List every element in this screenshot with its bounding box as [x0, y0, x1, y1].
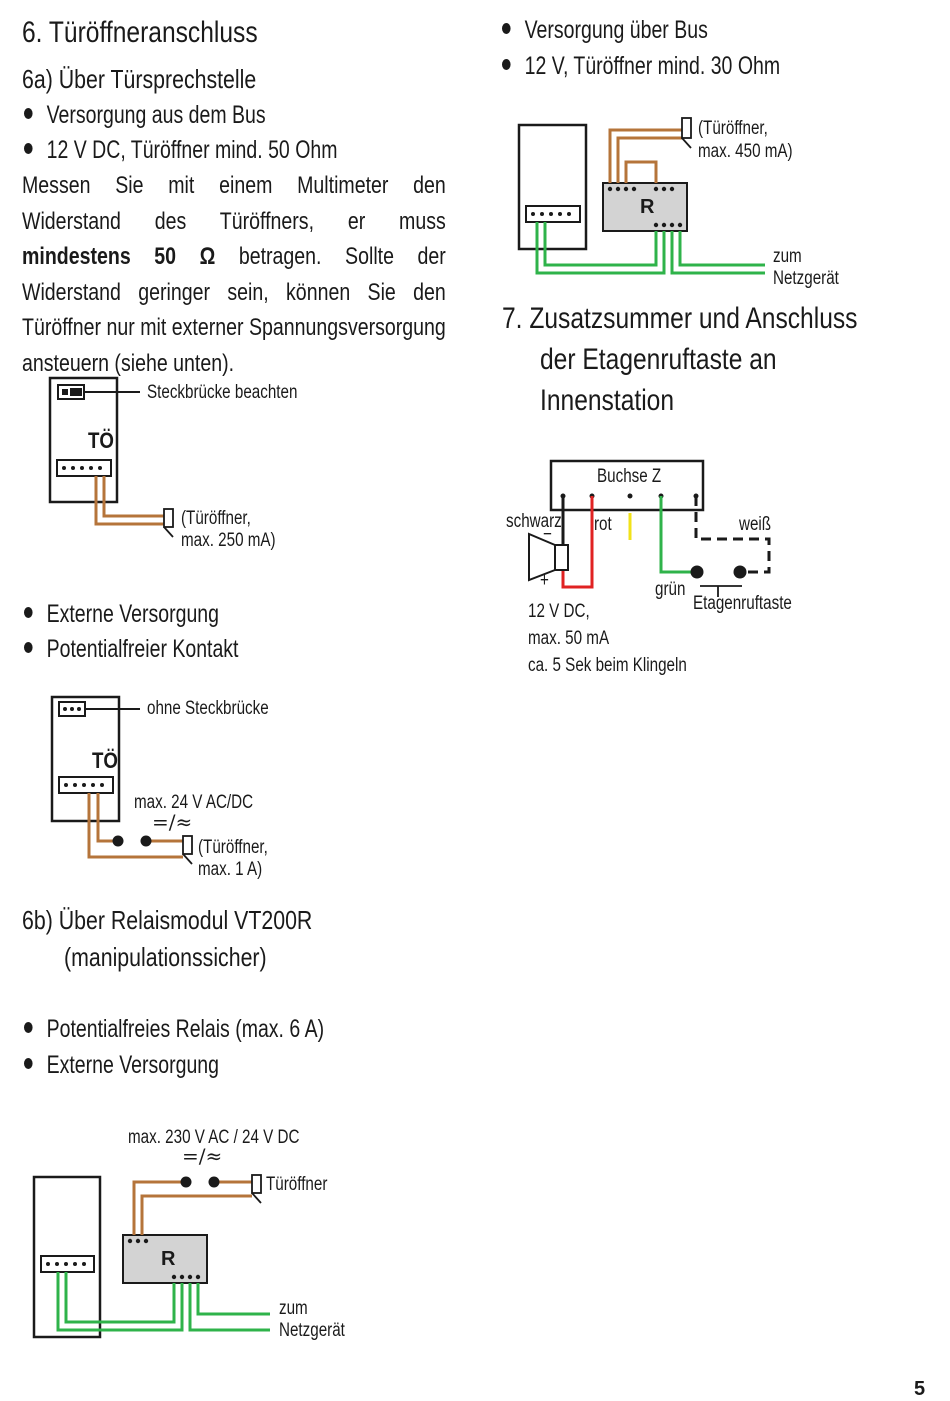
voltage-label: max. 230 V AC / 24 V DC	[128, 1127, 300, 1148]
plus-sign: +	[540, 570, 549, 591]
page-number: 5	[914, 1378, 926, 1400]
door-opener-icon	[251, 1174, 262, 1194]
bullet-item: Potentialfreier Kontakt	[24, 635, 238, 664]
button-label: Etagenruftaste	[693, 593, 792, 614]
contact-dot-icon	[112, 835, 124, 847]
voltage-label: max. 24 V AC/DC	[134, 792, 254, 813]
paragraph-emphasis: mindestens 50 Ω	[22, 243, 216, 270]
spec-line: 12 V DC,	[528, 601, 590, 622]
bullet-item: 12 V DC, Türöffner mind. 50 Ohm	[24, 136, 337, 165]
indoor-station-box	[517, 123, 588, 251]
socket-z-box	[549, 459, 705, 512]
contact-dot-icon	[208, 1176, 220, 1188]
contact-dot-icon	[140, 835, 152, 847]
spec-line: ca. 5 Sek beim Klingeln	[528, 655, 687, 676]
door-opener-icon	[681, 117, 692, 139]
bullet-dot-icon	[24, 142, 33, 154]
buzzer-diagram	[528, 459, 771, 597]
jumper-note: ohne Steckbrücke	[147, 698, 269, 719]
wire-label-black: schwarz	[506, 511, 562, 532]
power-label-line1: zum	[279, 1298, 308, 1319]
opener-label-line1: (Türöffner,	[698, 118, 768, 139]
section-6b-subtitle: (manipulationssicher)	[64, 942, 267, 972]
power-label-line2: Netzgerät	[773, 268, 839, 289]
relay-module	[122, 1234, 208, 1284]
ac-dc-symbol: =/≈	[182, 1144, 223, 1168]
opener-label-line1: (Türöffner,	[198, 837, 268, 858]
bullet-item: 12 V, Türöffner mind. 30 Ohm	[502, 52, 780, 81]
relay-diagram-6b	[32, 1174, 270, 1339]
wire-label-red: rot	[594, 514, 612, 535]
door-station-box	[50, 695, 121, 823]
device-label: TÖ	[92, 748, 118, 773]
power-label-line1: zum	[773, 246, 802, 267]
relay-label: R	[640, 196, 655, 218]
door-station-diagram-2	[50, 695, 193, 865]
speaker-cone-icon	[528, 532, 556, 582]
bullet-dot-icon	[24, 1057, 33, 1069]
buzzer-icon	[554, 544, 569, 571]
opener-label-line2: max. 450 mA)	[698, 141, 793, 162]
bullet-item: Externe Versorgung	[24, 1051, 219, 1080]
section-7-title-line2: der Etagenruftaste an	[540, 343, 777, 376]
wire-label-green: grün	[655, 579, 686, 600]
opener-label-line1: (Türöffner,	[181, 508, 251, 529]
opener-label: Türöffner	[266, 1174, 328, 1195]
relay-diagram-bus	[517, 117, 765, 275]
bullet-dot-icon	[502, 58, 511, 70]
section-6a-title: 6a) Über Türsprechstelle	[22, 64, 257, 94]
bullet-item: Externe Versorgung	[24, 600, 219, 629]
section-6b-title: 6b) Über Relaismodul VT200R	[22, 905, 313, 935]
minus-sign: −	[543, 524, 552, 545]
power-label-line2: Netzgerät	[279, 1320, 345, 1341]
button-contact-icon	[733, 565, 747, 579]
section-7-title-line3: Innenstation	[540, 384, 675, 417]
door-station-diagram-1	[48, 376, 174, 538]
socket-label: Buchse Z	[597, 466, 662, 487]
jumper-note: Steckbrücke beachten	[147, 382, 298, 403]
section-7-title: 7. Zusatzsummer und Anschluss	[502, 302, 858, 335]
device-label: TÖ	[88, 428, 114, 453]
spec-line: max. 50 mA	[528, 628, 610, 649]
relay-module	[602, 182, 688, 232]
door-opener-icon	[182, 835, 193, 855]
door-opener-icon	[163, 508, 174, 528]
bullet-item: Versorgung über Bus	[502, 16, 708, 45]
bullet-item: Versorgung aus dem Bus	[24, 101, 266, 130]
bullet-item: Potentialfreies Relais (max. 6 A)	[24, 1015, 324, 1044]
opener-label-line2: max. 1 A)	[198, 859, 263, 880]
bullet-dot-icon	[24, 606, 33, 618]
opener-label-line2: max. 250 mA)	[181, 530, 276, 551]
resistance-paragraph: Messen Sie mit einem Multimeter den Wide…	[22, 172, 446, 377]
wire-label-white: weiß	[739, 514, 772, 535]
contact-dot-icon	[180, 1176, 192, 1188]
section-6-title: 6. Türöffneranschluss	[22, 16, 258, 49]
bullet-dot-icon	[24, 107, 33, 119]
bullet-dot-icon	[24, 641, 33, 653]
ac-dc-symbol: =/≈	[152, 810, 193, 834]
relay-label: R	[161, 1248, 176, 1270]
bullet-dot-icon	[24, 1021, 33, 1033]
button-contact-icon	[690, 565, 704, 579]
bullet-dot-icon	[502, 22, 511, 34]
